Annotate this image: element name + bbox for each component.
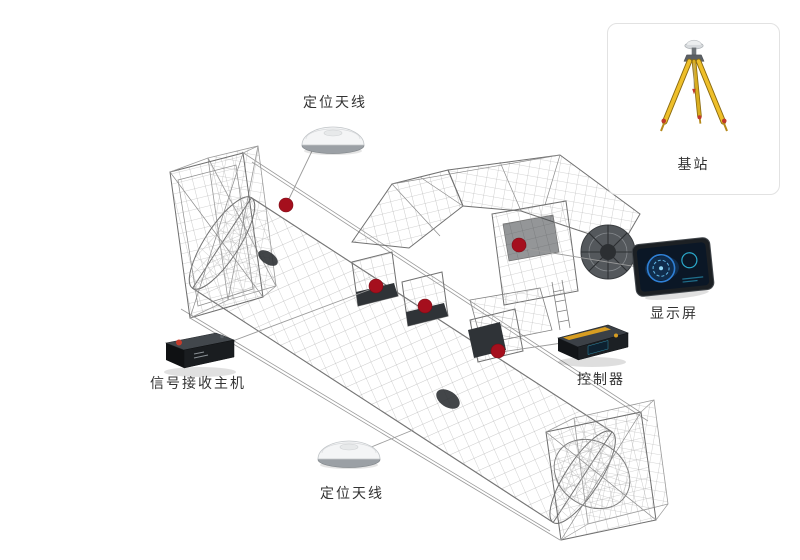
gnss-antenna-bottom-icon <box>317 440 381 469</box>
gnss-antenna-top-icon <box>301 126 365 155</box>
receiver-device-icon <box>164 332 236 377</box>
base-station-panel: 基站 <box>607 23 780 195</box>
callout-line <box>229 287 375 343</box>
mount-point-dot <box>490 343 506 359</box>
right-front-frame <box>545 399 669 541</box>
callout-line <box>286 150 313 204</box>
receiver-logo-dot <box>176 339 182 346</box>
manhole <box>436 389 460 409</box>
label-display: 显示屏 <box>650 306 698 322</box>
manhole <box>258 250 278 266</box>
callout-lines <box>229 150 639 451</box>
ladder <box>551 279 571 331</box>
callout-line <box>521 247 639 268</box>
display-device-icon <box>631 237 715 300</box>
mount-point-dot <box>368 278 384 294</box>
mount-point-dot <box>278 197 294 213</box>
mount-point-dot <box>417 298 433 314</box>
label-receiver: 信号接收主机 <box>150 376 246 392</box>
mount-point-dots <box>278 197 527 359</box>
left-front-frame <box>169 145 277 319</box>
machine-wireframe <box>169 145 669 541</box>
mount-point-dot <box>511 237 527 253</box>
tripod-icon <box>660 39 728 132</box>
controller-device-icon <box>557 324 629 367</box>
label-base-station: 基站 <box>677 157 710 173</box>
label-antenna-bottom: 定位天线 <box>320 486 384 502</box>
fan-disc <box>580 224 636 280</box>
label-controller: 控制器 <box>577 372 625 388</box>
label-antenna-top: 定位天线 <box>303 95 367 111</box>
callout-line <box>500 342 563 353</box>
